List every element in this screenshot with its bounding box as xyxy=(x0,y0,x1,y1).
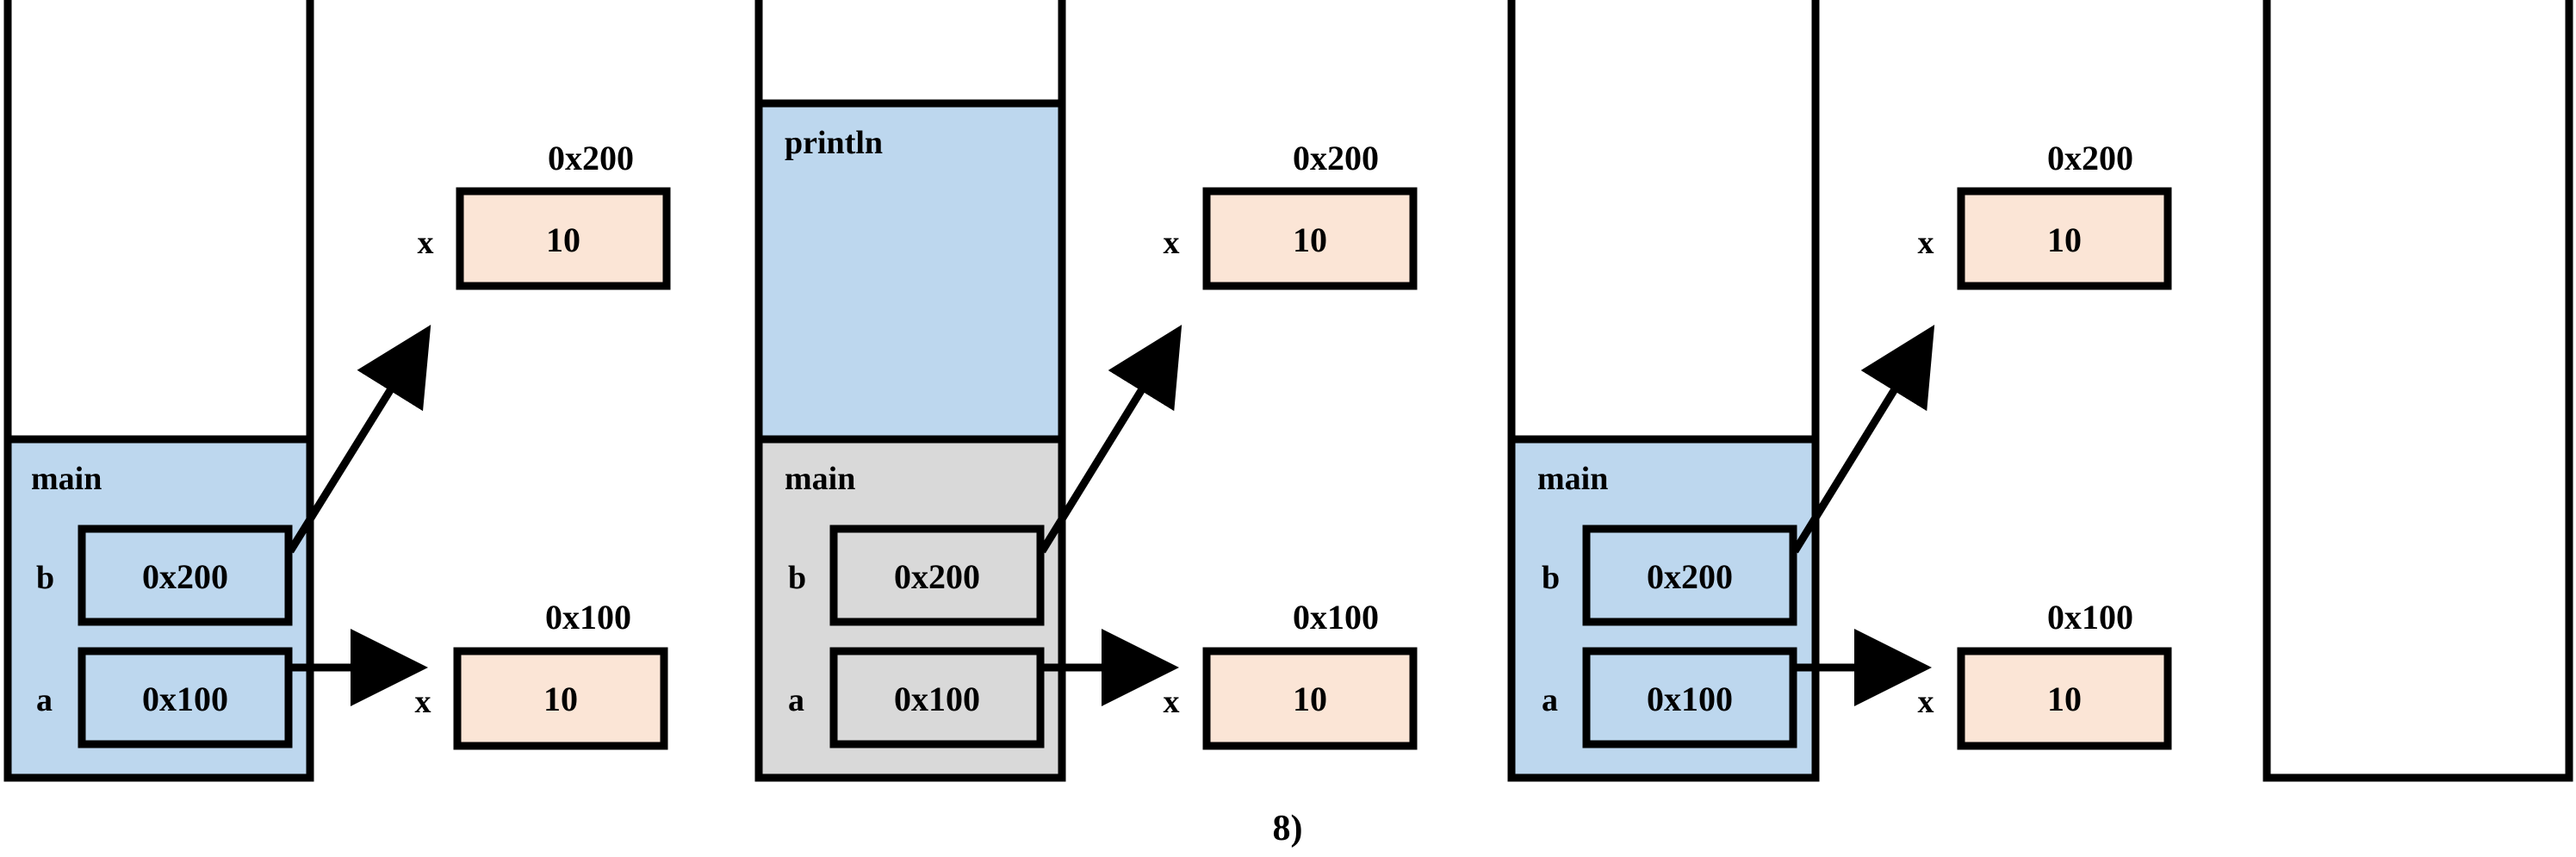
frame-label-main: main xyxy=(785,461,855,497)
pointer-arrow-b xyxy=(1039,325,1182,554)
heap-address-0x100: 0x100 xyxy=(1293,598,1379,637)
heap-value: 10 xyxy=(1293,220,1327,259)
heap-value: 10 xyxy=(546,220,580,259)
panel-1: main b 0x200 a 0x100 0x200 x 10 0x100 x … xyxy=(3,0,671,782)
var-box-b xyxy=(829,525,1045,626)
heap-field-x: x xyxy=(1918,684,1934,720)
heap-object-0x100 xyxy=(1957,647,2172,750)
frame-label-main: main xyxy=(1537,461,1608,497)
var-name-b: b xyxy=(788,560,806,596)
var-name-b: b xyxy=(36,560,54,596)
frame-label-println: println xyxy=(785,125,883,161)
heap-value: 10 xyxy=(2047,680,2082,718)
heap-object-0x100 xyxy=(453,647,668,750)
var-value-a: 0x100 xyxy=(1647,680,1733,718)
var-box-b xyxy=(78,525,293,626)
stack-walls xyxy=(754,0,1066,782)
var-value-b: 0x200 xyxy=(894,557,980,596)
var-name-a: a xyxy=(788,682,804,718)
var-name-b: b xyxy=(1542,560,1560,596)
heap-object-0x200 xyxy=(1202,187,1418,290)
stack-walls-empty xyxy=(2263,0,2573,782)
heap-address-0x200: 0x200 xyxy=(548,139,634,177)
heap-address-0x100: 0x100 xyxy=(2047,598,2133,637)
heap-field-x: x xyxy=(418,225,434,261)
frame-label-main: main xyxy=(31,461,102,497)
var-value-a: 0x100 xyxy=(894,680,980,718)
heap-object-0x200 xyxy=(456,187,671,290)
var-box-a xyxy=(1582,647,1797,748)
heap-field-x: x xyxy=(1164,684,1180,720)
heap-address-0x200: 0x200 xyxy=(2047,139,2133,177)
panel-3: main b 0x200 a 0x100 0x200 x 10 0x100 x … xyxy=(1507,0,2172,782)
heap-field-x: x xyxy=(1164,225,1180,261)
stack-walls xyxy=(1507,0,1820,782)
heap-address-0x100: 0x100 xyxy=(545,598,631,637)
var-value-b: 0x200 xyxy=(142,557,228,596)
var-name-a: a xyxy=(36,682,53,718)
var-box-a xyxy=(829,647,1045,748)
panel-4 xyxy=(2263,0,2573,782)
var-value-b: 0x200 xyxy=(1647,557,1733,596)
heap-value: 10 xyxy=(2047,220,2082,259)
var-value-a: 0x100 xyxy=(142,680,228,718)
heap-field-x: x xyxy=(415,684,431,720)
stack-walls xyxy=(3,0,314,782)
heap-value: 10 xyxy=(543,680,578,718)
heap-value: 10 xyxy=(1293,680,1327,718)
heap-address-0x200: 0x200 xyxy=(1293,139,1379,177)
var-box-b xyxy=(1582,525,1797,626)
heap-object-0x100 xyxy=(1202,647,1418,750)
var-box-a xyxy=(78,647,293,748)
pointer-arrow-b xyxy=(287,325,431,554)
heap-field-x: x xyxy=(1918,225,1934,261)
var-name-a: a xyxy=(1542,682,1558,718)
figure-caption: 8) xyxy=(1273,809,1303,848)
heap-object-0x200 xyxy=(1957,187,2172,290)
panel-2: println main b 0x200 a 0x100 0x200 x 10 … xyxy=(754,0,1418,782)
pointer-arrow-b xyxy=(1791,325,1935,554)
